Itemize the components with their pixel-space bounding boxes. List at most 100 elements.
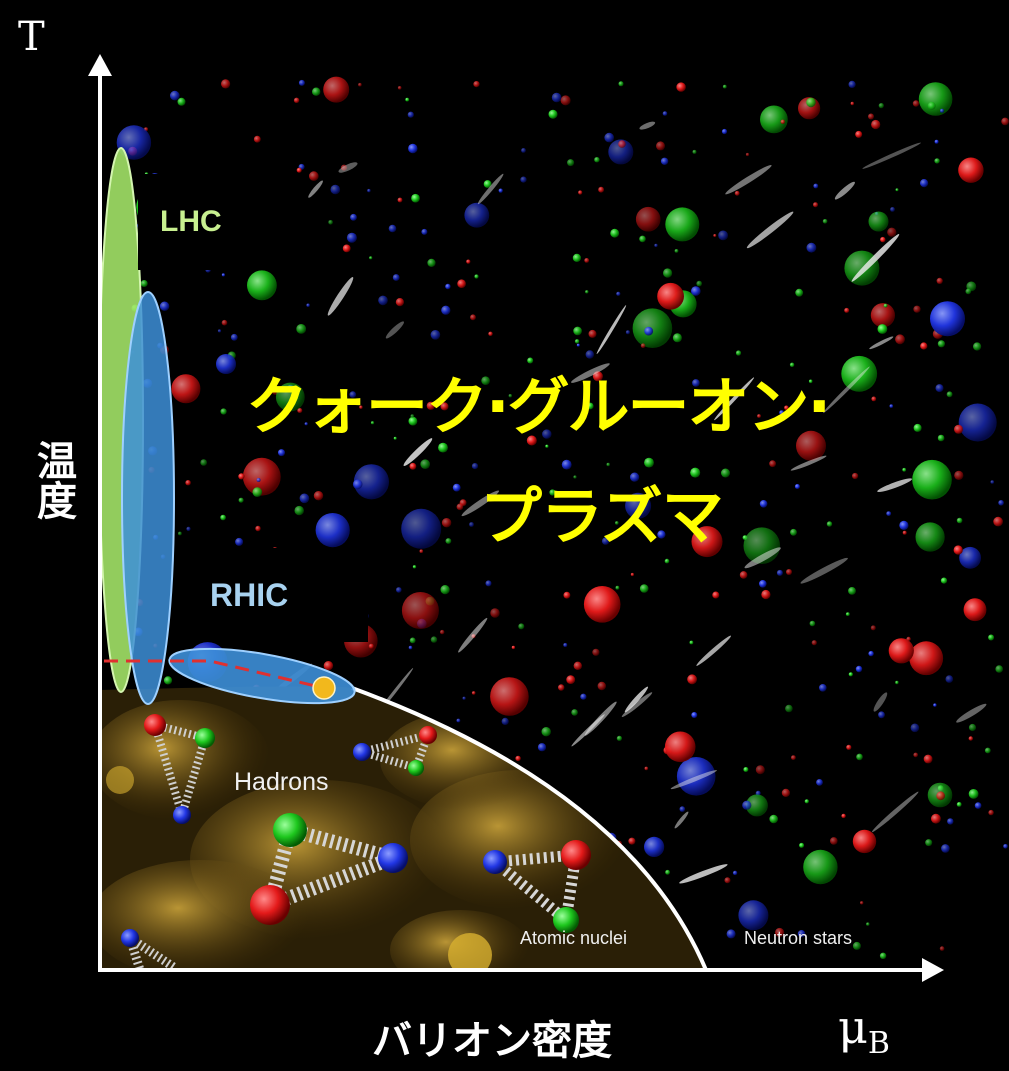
particle xyxy=(848,80,856,88)
particle xyxy=(866,922,870,926)
particle xyxy=(691,712,698,718)
particle xyxy=(597,681,606,691)
particle xyxy=(657,530,666,539)
particle xyxy=(811,640,817,646)
particle xyxy=(625,330,630,335)
particle xyxy=(474,274,479,279)
particle xyxy=(515,755,521,762)
particle xyxy=(601,537,610,545)
particle xyxy=(890,207,895,212)
particle xyxy=(846,744,852,750)
hadron-baryon xyxy=(483,840,591,933)
particle xyxy=(910,723,920,733)
particle xyxy=(871,119,881,130)
gluon-streak xyxy=(800,557,848,584)
arrow-up-icon xyxy=(88,54,112,76)
particle xyxy=(542,429,552,439)
particle xyxy=(298,79,305,86)
particle xyxy=(789,362,795,367)
phase-boundary-line xyxy=(351,686,708,971)
particle xyxy=(567,532,575,539)
particle xyxy=(722,84,727,89)
particle xyxy=(822,219,828,224)
particle xyxy=(255,525,261,532)
particle xyxy=(296,324,307,334)
particle xyxy=(795,288,804,297)
particle xyxy=(438,442,448,453)
particle xyxy=(946,391,953,398)
particle xyxy=(299,493,310,504)
particle xyxy=(786,569,792,575)
gluon-streak xyxy=(869,336,894,350)
x-axis-symbol-subscript: B xyxy=(867,1026,890,1061)
particle xyxy=(490,677,529,716)
gluon-streak xyxy=(862,142,921,169)
particle xyxy=(870,625,876,631)
particle xyxy=(440,629,445,635)
particle xyxy=(445,283,451,290)
gluon-streak xyxy=(877,478,913,493)
particle xyxy=(456,503,464,511)
particle xyxy=(816,779,823,786)
gluon-streak xyxy=(624,686,649,713)
particle xyxy=(806,97,816,108)
particle xyxy=(968,723,977,732)
particle xyxy=(410,414,415,418)
gluon-streak xyxy=(621,692,653,718)
particle xyxy=(549,489,556,496)
particle xyxy=(718,395,726,402)
particle xyxy=(913,305,921,313)
particle xyxy=(995,665,1003,673)
particle xyxy=(639,584,649,593)
particle xyxy=(323,76,350,103)
particle xyxy=(370,421,375,425)
particle xyxy=(560,95,571,106)
particle xyxy=(558,684,565,691)
particle xyxy=(401,508,442,549)
gluon-streak xyxy=(385,321,405,339)
particle xyxy=(452,483,461,492)
particle xyxy=(923,754,933,764)
particle xyxy=(592,648,600,656)
particle xyxy=(909,641,944,676)
particle xyxy=(993,516,1003,527)
particle xyxy=(349,391,357,398)
particle xyxy=(217,329,222,333)
particle xyxy=(163,676,173,685)
particle xyxy=(808,379,813,384)
gluon-streak xyxy=(670,770,717,790)
gluon-streak xyxy=(461,490,500,517)
arrow-right-icon xyxy=(922,958,944,982)
particle xyxy=(583,586,621,623)
particle xyxy=(242,457,281,496)
particle xyxy=(692,379,700,387)
particle xyxy=(959,546,981,569)
particle xyxy=(548,109,558,119)
particle xyxy=(238,473,245,480)
particle xyxy=(457,279,466,289)
particle xyxy=(469,522,474,527)
particle xyxy=(745,794,768,817)
particle xyxy=(852,941,861,950)
particle xyxy=(253,135,261,143)
particle xyxy=(895,680,899,685)
particle xyxy=(804,799,809,804)
particle xyxy=(692,149,697,154)
particle xyxy=(220,408,227,415)
particle xyxy=(230,333,238,341)
particle xyxy=(485,580,492,587)
particle xyxy=(470,314,476,321)
particle xyxy=(420,459,431,470)
particle xyxy=(965,288,972,295)
particle xyxy=(880,236,886,243)
particle xyxy=(221,79,231,89)
particle xyxy=(178,531,182,536)
particle xyxy=(738,900,769,931)
particle xyxy=(779,410,784,415)
particle xyxy=(826,521,833,527)
particle xyxy=(931,813,941,824)
particle xyxy=(958,157,984,183)
particle xyxy=(606,462,610,467)
particle xyxy=(925,839,933,847)
